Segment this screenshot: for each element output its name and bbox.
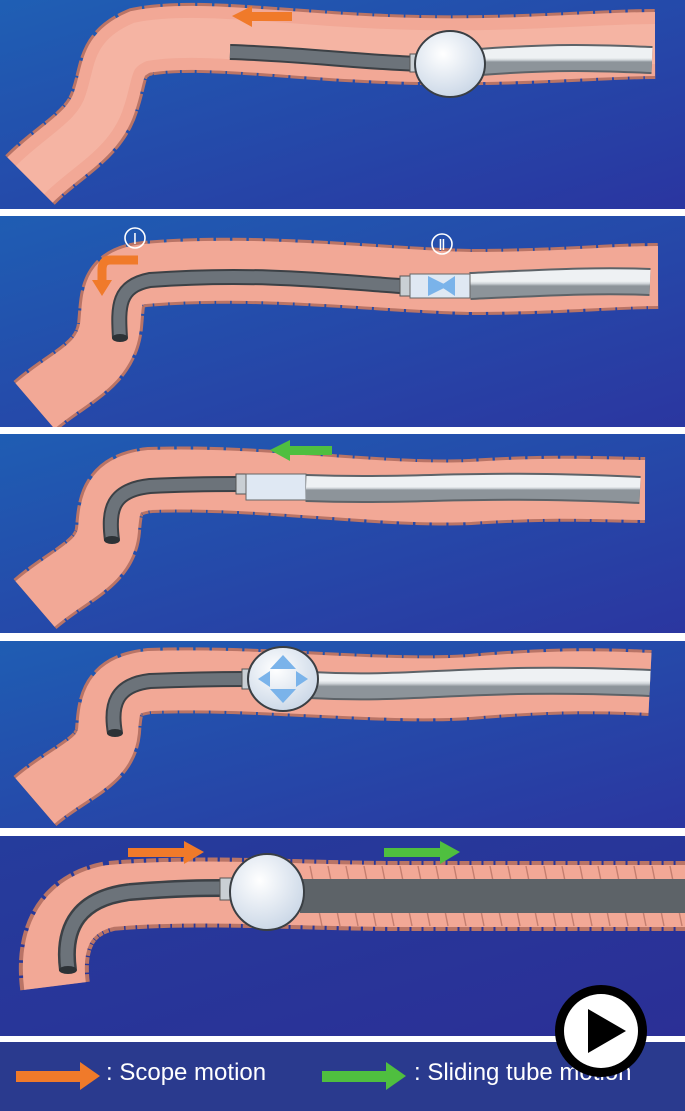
sliding-tube-motion-arrow [384,841,460,864]
step-2-panel: Ⅰ Ⅱ [0,216,685,427]
step-3-panel [0,434,685,633]
marker-ii: Ⅱ [438,238,445,254]
play-button[interactable] [553,983,649,1079]
deflated-balloon [245,473,307,501]
balloon [414,30,486,98]
step-1-panel [0,0,685,209]
balloon [247,646,319,712]
step-5-panel [0,836,685,1036]
step-4-panel [0,641,685,828]
legend-scope-arrow [16,1062,100,1090]
scope-angle-arrow [97,255,138,282]
legend-scope-label: : Scope motion [106,1059,267,1086]
play-icon[interactable] [553,983,649,1079]
scope-motion-arrow [232,6,292,27]
legend-sliding-tube-arrow [322,1062,406,1090]
sliding-tube-motion-arrow [270,440,332,461]
balloon [229,853,305,931]
scope-motion-arrow [128,841,204,864]
marker-i: Ⅰ [133,232,137,248]
